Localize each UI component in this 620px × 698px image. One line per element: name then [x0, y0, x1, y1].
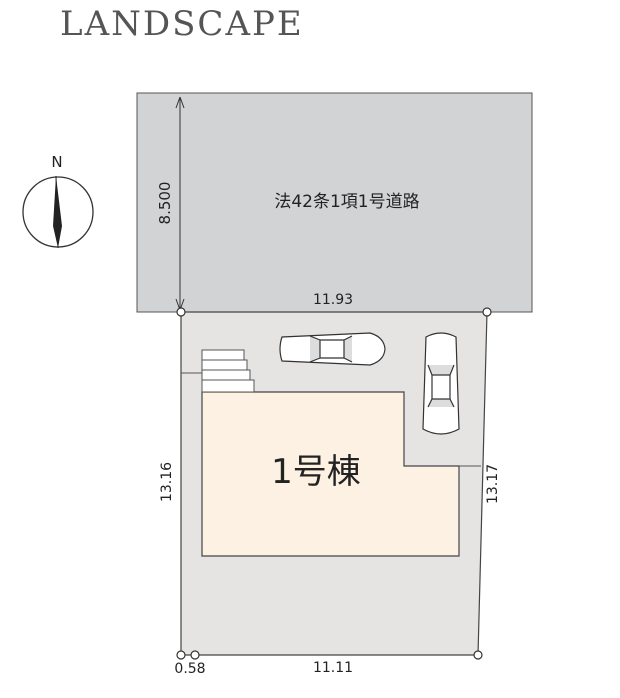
car-icon: [422, 332, 460, 435]
lot-corner-marker: [176, 307, 186, 317]
building-label: 1号棟: [271, 452, 361, 492]
lot-corner-marker: [482, 307, 492, 317]
dimension-top: 11.93: [313, 292, 353, 308]
road-width-arrow-top: [175, 96, 185, 109]
entrance-steps: [201, 349, 255, 393]
north-arrow-icon: N: [22, 153, 94, 249]
dimension-bottom: 11.11: [313, 660, 353, 676]
page-title: LANDSCAPE: [60, 4, 304, 44]
dimension-left: 13.16: [159, 462, 175, 502]
dimension-right: 13.17: [485, 464, 501, 504]
road-label: 法42条1項1号道路: [274, 192, 419, 212]
road-area: [136, 92, 533, 313]
lot-corner-marker: [190, 650, 200, 660]
car-icon: [279, 332, 386, 366]
lot-corner-marker: [176, 650, 186, 660]
dimension-bottom-left: 0.58: [174, 661, 205, 677]
compass-label: N: [51, 153, 62, 171]
road-width-label: 8.500: [156, 182, 174, 225]
lot-corner-marker: [473, 650, 483, 660]
